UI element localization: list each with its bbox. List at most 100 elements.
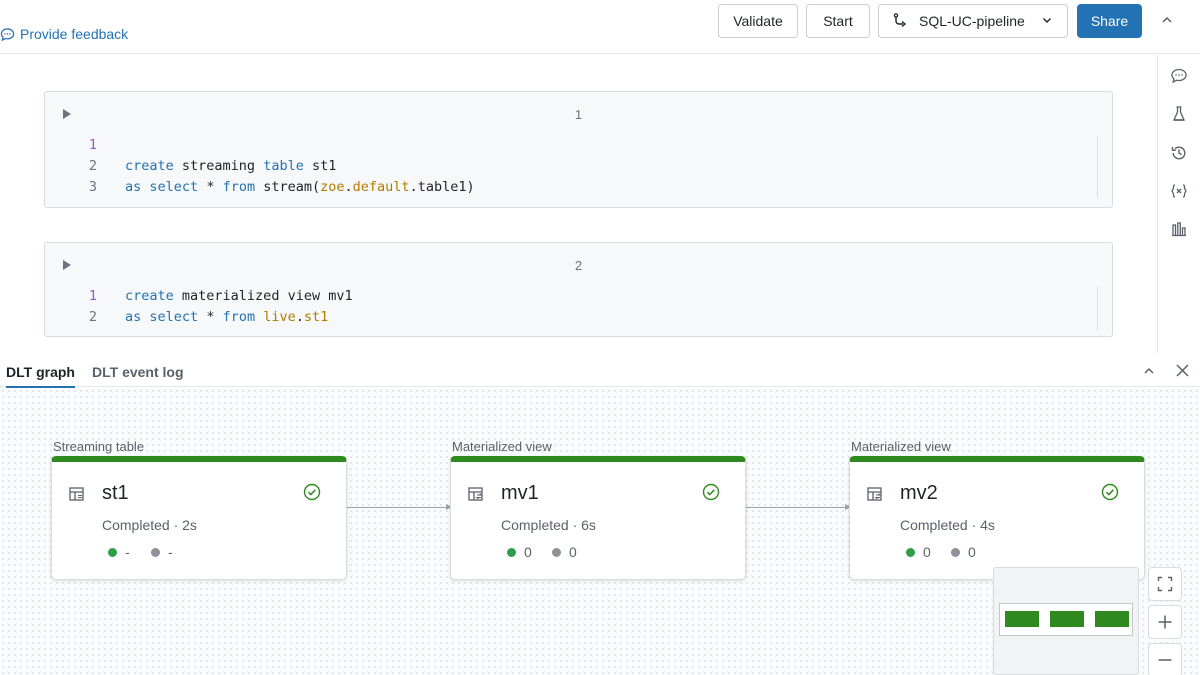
code-token: live: [263, 309, 296, 325]
metric-green-value: -: [125, 544, 130, 560]
line-number: 2: [88, 309, 97, 325]
metric-gray: -: [151, 544, 173, 560]
code-token: create: [125, 288, 174, 304]
minus-icon: [1158, 659, 1172, 661]
green-dot-icon: [507, 547, 516, 557]
code-token: .table1): [409, 179, 475, 195]
provide-feedback-link[interactable]: Provide feedback: [0, 26, 128, 42]
run-cell-icon[interactable]: [62, 108, 72, 120]
code-token: [141, 307, 149, 328]
graph-minimap[interactable]: [993, 567, 1139, 675]
table-icon: [69, 487, 84, 501]
metric-gray-value: 0: [968, 544, 976, 560]
check-circle-icon: [303, 483, 321, 501]
cell-scrollbar[interactable]: [1097, 287, 1098, 331]
pipeline-name: SQL-UC-pipeline: [919, 13, 1025, 29]
experiment-flask-icon[interactable]: [1170, 105, 1188, 123]
validate-button[interactable]: Validate: [718, 4, 798, 38]
bar-chart-icon[interactable]: [1170, 220, 1188, 238]
code-token: st1: [303, 158, 337, 174]
minimap-node: [1095, 611, 1129, 627]
code-editor[interactable]: 1 2 create streaming table st1 3 as select *…: [85, 135, 475, 198]
code-token: select: [149, 309, 199, 325]
code-token: select: [149, 179, 199, 195]
dlt-graph-canvas[interactable]: Streaming table st1 Completed · 2s - - M…: [0, 388, 1200, 675]
code-token: [255, 307, 263, 328]
node-type-label: Streaming table: [53, 439, 145, 454]
variables-icon[interactable]: [1170, 182, 1188, 200]
plus-icon: [1158, 615, 1172, 629]
share-button[interactable]: Share: [1077, 4, 1142, 38]
green-dot-icon: [108, 547, 117, 557]
line-number: 3: [88, 179, 97, 195]
zoom-out-button[interactable]: [1148, 643, 1182, 675]
metric-green: 0: [906, 544, 931, 560]
code-token: .: [295, 309, 304, 325]
code-token: table: [263, 158, 304, 174]
code-line: 1 create materialized view mv1: [85, 286, 353, 307]
code-line: 3 as select * from stream(zoe.default.tab…: [85, 177, 475, 198]
graph-edge: [746, 504, 851, 510]
node-status: Completed · 6s: [501, 517, 596, 533]
code-token: as: [125, 179, 142, 195]
chevron-down-icon: [1043, 18, 1051, 23]
code-line: 2 create streaming table st1: [85, 156, 475, 177]
code-token: .: [344, 179, 353, 195]
code-token: st1: [303, 309, 329, 325]
metric-green-value: 0: [524, 544, 532, 560]
code-token: *: [198, 309, 223, 325]
node-type-label: Materialized view: [452, 439, 552, 454]
top-bar: Provide feedback Validate Start SQL-UC-p…: [0, 0, 1200, 54]
zoom-in-button[interactable]: [1148, 605, 1182, 639]
pipeline-selector[interactable]: SQL-UC-pipeline: [878, 4, 1068, 38]
code-token: default: [352, 179, 410, 195]
fit-view-button[interactable]: [1148, 567, 1182, 601]
metric-green: -: [108, 544, 130, 560]
graph-edge: [347, 504, 452, 510]
graph-node-mv2[interactable]: mv2 Completed · 4s 0 0: [849, 456, 1145, 580]
code-token: zoe: [320, 179, 345, 195]
line-number: 1: [88, 137, 97, 153]
cell-scrollbar[interactable]: [1097, 136, 1098, 198]
code-token: streaming: [173, 158, 264, 174]
metric-gray: 0: [552, 544, 577, 560]
gray-dot-icon: [552, 547, 561, 557]
node-name: mv2: [900, 482, 938, 504]
start-button[interactable]: Start: [806, 4, 870, 38]
code-token: as: [125, 309, 142, 325]
tab-dlt-event-log[interactable]: DLT event log: [92, 364, 184, 380]
run-cell-icon[interactable]: [62, 259, 72, 271]
feedback-label: Provide feedback: [20, 26, 129, 42]
metric-green-value: 0: [923, 544, 931, 560]
chat-bubble-icon: [0, 27, 15, 41]
tab-dlt-graph[interactable]: DLT graph: [6, 364, 75, 388]
close-icon[interactable]: [1175, 363, 1190, 378]
gray-dot-icon: [951, 547, 960, 557]
pipeline-icon: [893, 13, 907, 28]
code-cell-1[interactable]: 1 1 2 create streaming table st1 3 as select…: [44, 91, 1113, 208]
cell-number: 2: [574, 258, 583, 273]
node-name: st1: [102, 482, 129, 504]
code-line: 1: [85, 135, 475, 156]
minimap-node: [1050, 611, 1084, 627]
history-icon[interactable]: [1170, 144, 1188, 162]
chevron-up-icon[interactable]: [1142, 364, 1156, 378]
graph-node-mv1[interactable]: mv1 Completed · 6s 0 0: [450, 456, 746, 580]
graph-node-st1[interactable]: st1 Completed · 2s - -: [51, 456, 347, 580]
line-number: 1: [88, 288, 97, 304]
code-cell-2[interactable]: 2 1 create materialized view mv1 2 as selec…: [44, 242, 1113, 337]
cell-number: 1: [574, 107, 583, 122]
green-dot-icon: [906, 547, 915, 557]
code-token: from: [222, 179, 256, 195]
chevron-up-icon[interactable]: [1159, 12, 1175, 28]
check-circle-icon: [1101, 483, 1119, 501]
code-token: create: [125, 158, 174, 174]
code-token: materialized view mv1: [173, 288, 353, 304]
code-token: *: [198, 179, 223, 195]
comments-icon[interactable]: [1170, 67, 1188, 85]
node-status: Completed · 4s: [900, 517, 995, 533]
line-number: 2: [88, 158, 97, 174]
code-token: stream(: [255, 179, 321, 195]
node-name: mv1: [501, 482, 539, 504]
